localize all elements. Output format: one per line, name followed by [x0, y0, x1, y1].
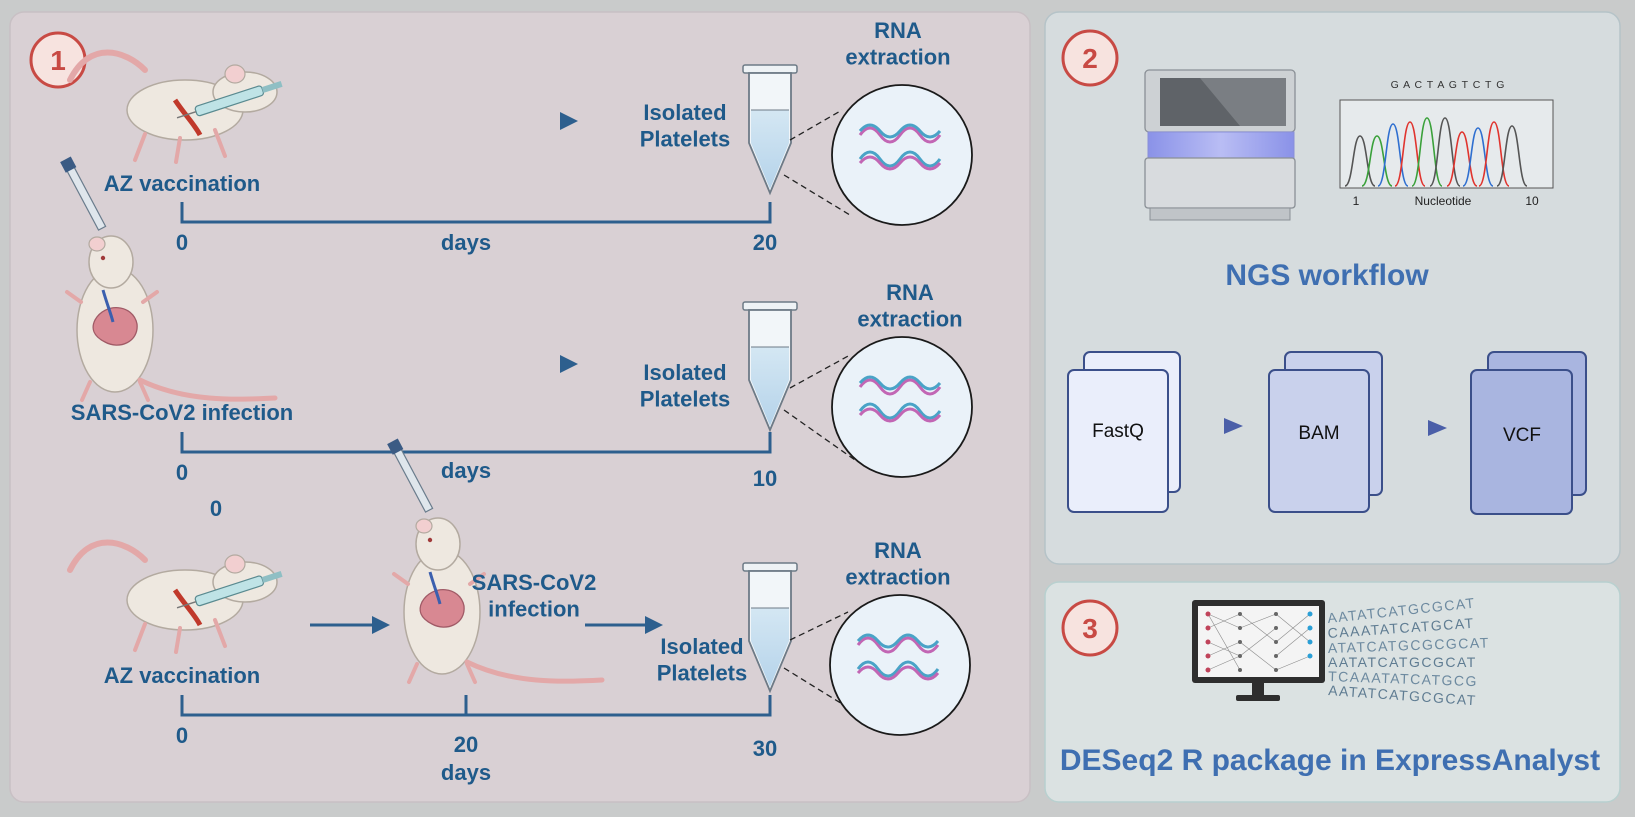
row-1-t-start: 0 [176, 230, 188, 255]
row-2-t-start: 0 [176, 460, 188, 485]
dna-row: ATATCATGCGCGCAT [1328, 634, 1490, 656]
timeline [180, 695, 772, 717]
monitor-neural-network-icon [1192, 600, 1325, 701]
arrow-head [372, 616, 390, 634]
rna-circle-icon [830, 83, 974, 227]
file-bam-label: BAM [1298, 423, 1339, 444]
row-2-label: SARS-CoV2 infection [71, 400, 293, 425]
badge-3-label: 3 [1082, 613, 1098, 644]
chromatogram-sequence: G A C T A G T C T G [1391, 79, 1506, 91]
row-1-unit: days [441, 230, 491, 255]
arrow-head [645, 616, 663, 634]
arrow-bam-vcf [1400, 420, 1447, 436]
chromatogram-xlabel: Nucleotide [1415, 194, 1472, 208]
file-bam: BAM [1268, 351, 1383, 513]
file-fastq-label: FastQ [1092, 421, 1144, 442]
timeline [180, 432, 772, 454]
chromatogram-x-start: 1 [1353, 194, 1360, 208]
badge-1: 1 [29, 31, 87, 89]
dna-row: AATATCATGCGCAT [1328, 654, 1477, 670]
chromatogram: G A C T A G T C T G 1 Nucleotide 10 [1339, 79, 1554, 208]
dna-row: TCAAATATCATGCG [1328, 668, 1478, 689]
row-2-stray-label: 0 [210, 496, 222, 521]
file-fastq: FastQ [1067, 351, 1181, 513]
sequencer-icon [1144, 69, 1296, 221]
rna-circle-icon [830, 335, 974, 479]
arrow-head [560, 355, 578, 373]
badge-1-label: 1 [50, 45, 66, 76]
file-vcf-label: VCF [1503, 425, 1541, 446]
chromatogram-x-end: 10 [1525, 194, 1539, 208]
row-3-label: AZ vaccination [104, 663, 260, 688]
row-3-t-start: 0 [176, 723, 188, 748]
timeline [180, 202, 772, 224]
row-2-t-end: 10 [753, 466, 777, 491]
arrow-fastq-bam [1196, 418, 1243, 434]
panel-3 [1044, 581, 1621, 803]
panel-2-title: NGS workflow [1225, 259, 1429, 292]
row-3-t-mid: 20 [454, 732, 478, 757]
badge-2-label: 2 [1082, 43, 1098, 74]
panel-3-title: DESeq2 R package in ExpressAnalyst [1060, 744, 1600, 777]
row-2-unit: days [441, 458, 491, 483]
dna-sequence-text: AATATCATGCGCAT CAAATATCATGCAT ATATCATGCG… [1327, 595, 1490, 709]
rna-circle-icon [828, 593, 972, 737]
row-3-unit: days [441, 760, 491, 785]
row-1-t-end: 20 [753, 230, 777, 255]
badge-3: 3 [1061, 599, 1119, 657]
row-3-t-end: 30 [753, 736, 777, 761]
file-vcf: VCF [1470, 351, 1587, 515]
row-1-label: AZ vaccination [104, 171, 260, 196]
badge-2: 2 [1061, 29, 1119, 87]
arrow-head [560, 112, 578, 130]
